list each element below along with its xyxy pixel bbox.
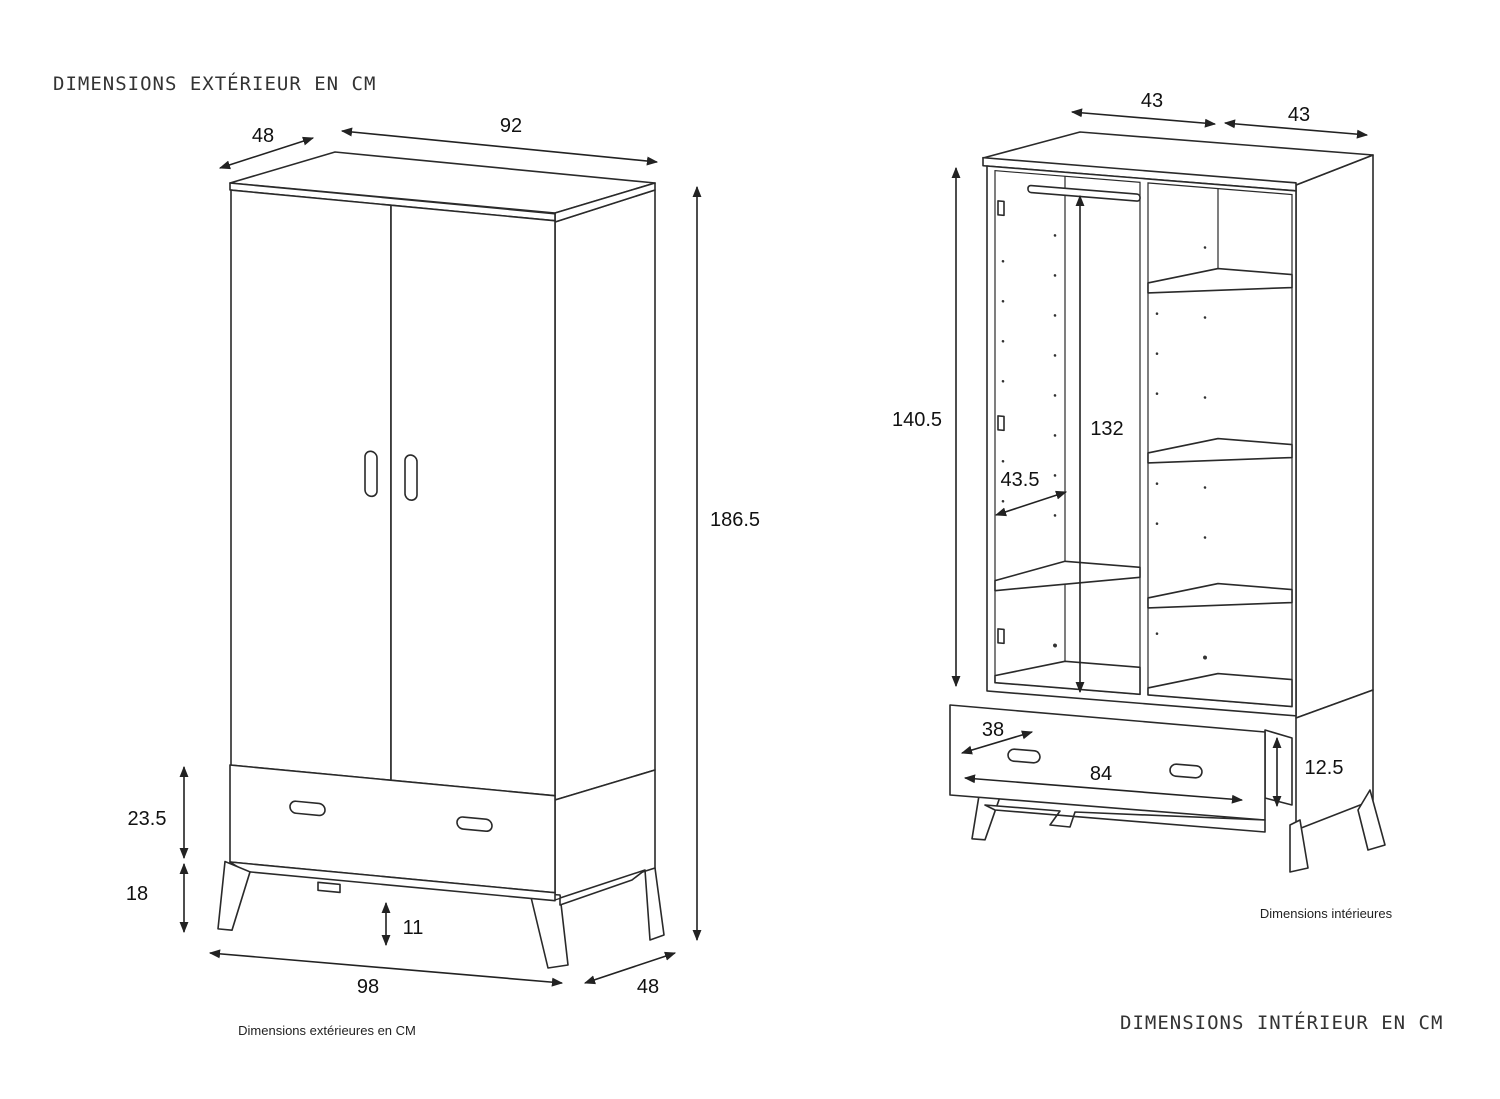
dim-height-total: 186.5 [710,509,760,531]
exterior-wardrobe: DIMENSIONS EXTÉRIEUR EN CM 48 92 186.5 2… [53,72,760,1038]
exterior-caption: Dimensions extérieures en CM [238,1023,416,1038]
right-shelf-1 [1147,267,1293,294]
dim-leg-height: 18 [126,883,148,905]
dim-width-bottom: 98 [357,976,379,998]
right-door [390,204,556,797]
exterior-title: DIMENSIONS EXTÉRIEUR EN CM [53,72,376,95]
left-bottom [994,660,1141,696]
dim-floor-clearance: 11 [403,917,424,939]
drawer-handle-left [1007,748,1041,764]
right-door-handle [404,454,418,501]
base-rail [984,804,1266,833]
drawer-handle-right [456,816,493,833]
right-shelf-3 [1147,582,1293,609]
hinge-icon [997,200,1005,217]
dim-depth-top: 48 [252,125,274,147]
hinge-icon [997,415,1005,432]
left-shelf [994,560,1141,592]
leg-front-left [217,860,251,931]
leg-back-right [1357,789,1386,851]
interior-caption: Dimensions intérieures [1260,906,1393,921]
dim-drawer-depth: 38 [982,719,1004,741]
dim-drawer-height: 12.5 [1305,757,1344,779]
dim-drawer-width: 84 [1090,763,1112,785]
drawer-handle-left [289,800,326,817]
dim-inner-depth: 43.5 [1001,469,1040,491]
right-bottom [1147,672,1293,708]
dim-right-width: 43 [1288,104,1310,126]
interior-wardrobe: 43 43 140.5 132 43.5 38 84 12.5 Dimensio… [892,90,1443,1034]
leg-back-right [644,867,665,941]
dim-drawer-height: 23.5 [128,808,167,830]
side-panel [1295,154,1374,719]
side-panel [554,189,656,801]
dim-width-top: 92 [500,115,522,137]
dim-height-inner: 140.5 [892,409,942,431]
left-door-handle [364,450,378,498]
hinge-icon [997,628,1005,645]
leg-side-bar [559,869,646,906]
dim-depth-bottom: 48 [637,976,659,998]
dim-hanging-height: 132 [1090,418,1123,440]
drawer-handle-right [1169,763,1203,779]
leg-front-right [1289,819,1309,873]
drawer-side [1264,729,1293,806]
dim-left-width: 43 [1141,90,1163,112]
right-shelf-2 [1147,437,1293,464]
interior-title: DIMENSIONS INTÉRIEUR EN CM [1120,1011,1443,1034]
center-foot [317,881,341,894]
